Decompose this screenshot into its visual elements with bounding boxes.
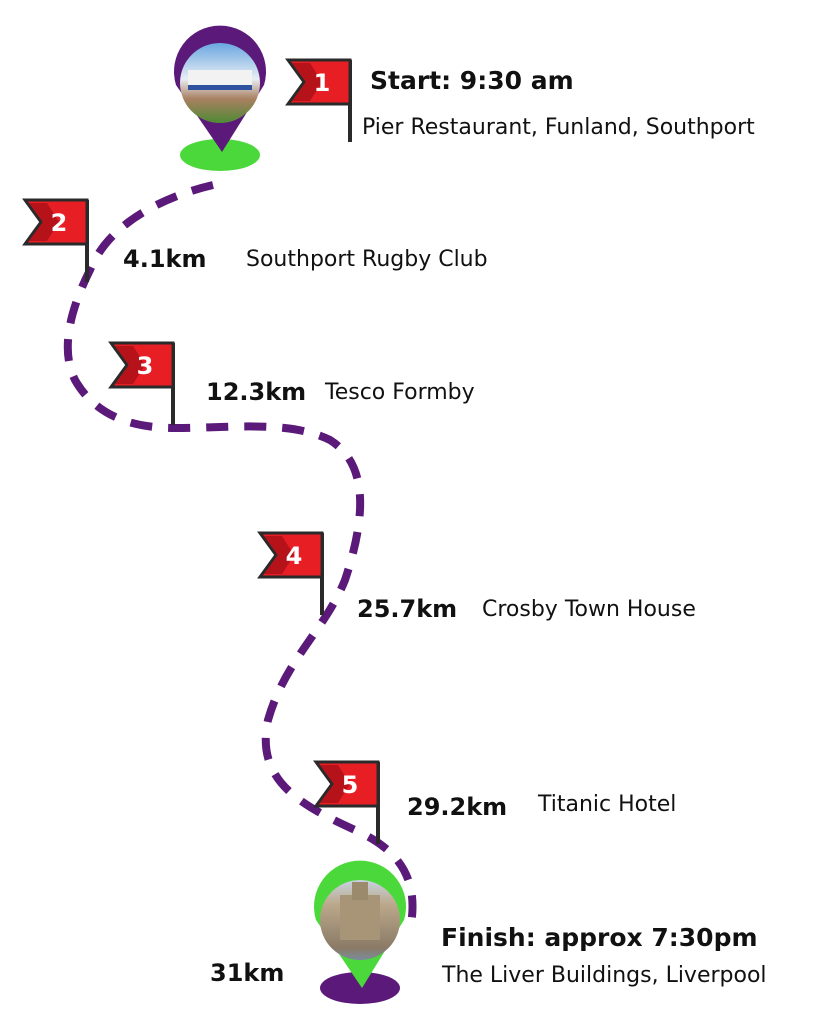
- checkpoint-3-location: Tesco Formby: [325, 380, 475, 405]
- checkpoint-4-distance: 25.7km: [357, 595, 458, 623]
- flag-5: 5: [313, 760, 380, 844]
- flag-4: 4: [257, 531, 324, 615]
- flag-number: 3: [137, 352, 154, 380]
- checkpoint-4-location: Crosby Town House: [482, 597, 696, 622]
- checkpoint-5-location: Titanic Hotel: [538, 792, 677, 817]
- checkpoint-2-location: Southport Rugby Club: [246, 247, 488, 272]
- start-heading: Start: 9:30 am: [370, 66, 574, 95]
- finish-distance: 31km: [210, 959, 285, 987]
- flag-2: 2: [22, 198, 89, 282]
- checkpoint-3-distance: 12.3km: [206, 378, 307, 406]
- checkpoint-5-distance: 29.2km: [407, 793, 508, 821]
- finish-marker: [314, 860, 406, 1004]
- route-path: [63, 181, 417, 931]
- flag-number: 1: [314, 69, 331, 97]
- checkpoint-2-distance: 4.1km: [123, 245, 207, 273]
- flag-number: 2: [51, 209, 68, 237]
- flag-number: 5: [342, 771, 359, 799]
- finish-location: The Liver Buildings, Liverpool: [442, 963, 767, 988]
- start-location: Pier Restaurant, Funland, Southport: [362, 115, 755, 140]
- flag-3: 3: [108, 341, 175, 425]
- finish-heading: Finish: approx 7:30pm: [441, 923, 758, 952]
- flag-number: 4: [286, 542, 303, 570]
- flag-1: 1: [285, 58, 352, 142]
- start-marker: [174, 25, 266, 171]
